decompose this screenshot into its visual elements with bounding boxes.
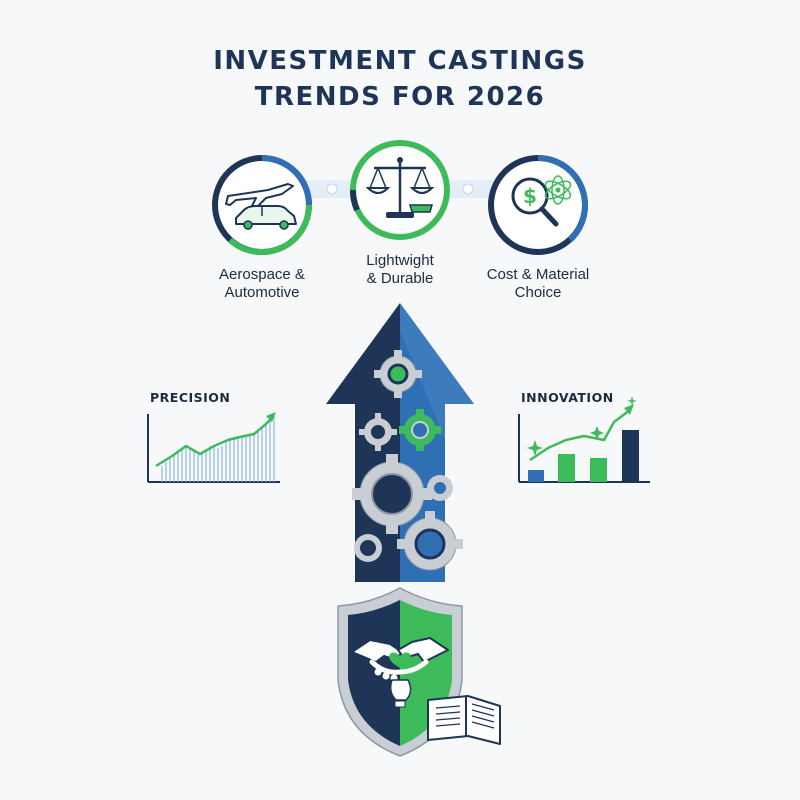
page-title-line1: INVESTMENT CASTINGS (213, 46, 587, 76)
trend-label-lightweight: Lightwight & Durable (366, 252, 434, 287)
trend-label-cost: Cost & Material Choice (486, 266, 590, 301)
trend-label-aerospace: Aerospace & Automotive (219, 266, 305, 301)
precision-label: PRECISION (150, 390, 231, 405)
page-title-line2: TRENDS FOR 2026 (254, 82, 546, 112)
innovation-label: INNOVATION (521, 390, 614, 405)
svg-text:$: $ (523, 184, 537, 208)
